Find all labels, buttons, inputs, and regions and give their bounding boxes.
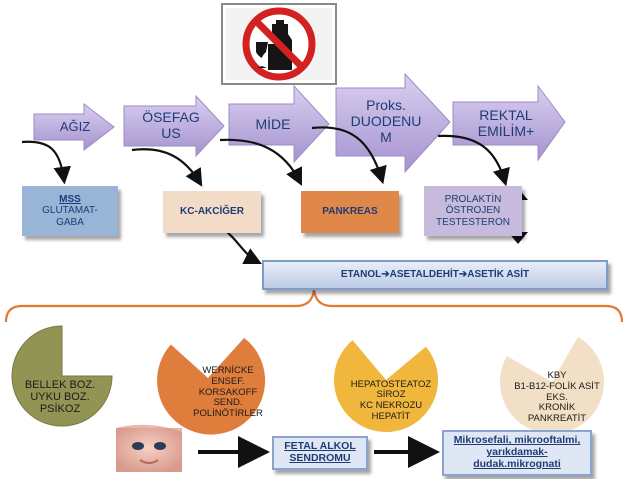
fetal-alcohol-box: FETAL ALKOL SENDROMU: [272, 436, 368, 470]
effect-box-mss: MSS GLUTAMAT- GABA: [22, 186, 118, 236]
stage-label-agiz: AĞIZ: [59, 118, 91, 134]
outcome-box: Mikrosefali, mikrooftalmi, yarıkdamak- d…: [442, 430, 592, 476]
mss-title: MSS: [59, 194, 81, 206]
stage-arrow-rektal: [452, 84, 566, 162]
pie-liver: [334, 340, 438, 432]
effect-box-hormones: PROLAKTİN ÖSTROJEN TESTESTERON: [424, 186, 522, 236]
pie-label-liver: HEPATOSTEATOZ SİROZ KC NEKROZU HEPATİT: [350, 378, 432, 422]
stage-arrow-ozefagus: [123, 94, 225, 158]
stage-arrow-agiz: [33, 102, 115, 152]
pie-cns: [11, 325, 113, 427]
pie-label-neuro: WERNİCKE ENSEF. KORSAKOFF SEND. POLİNÖTİ…: [193, 365, 263, 419]
effect-box-kc-akciger: KC-AKCİĞER: [163, 191, 261, 233]
pie-label-cns: BELLEK BOZ. UYKU BOZ. PSİKOZ: [24, 378, 96, 416]
curve-duodenum-pankreas: [311, 126, 387, 185]
curve-agiz-mss: [21, 140, 71, 185]
curve-rektal-hormon: [437, 134, 510, 187]
metabolism-bar: ETANOL➔ASETALDEHİT➔ASETİK ASİT: [262, 260, 608, 290]
stage-label-mide: MİDE: [255, 116, 291, 133]
no-alcohol-sign-icon: [221, 3, 337, 85]
mss-subtitle: GLUTAMAT- GABA: [42, 205, 98, 228]
effect-box-pankreas: PANKREAS: [301, 191, 399, 233]
pie-other: [500, 336, 604, 434]
pie-label-other: KBY B1-B12-FOLİK ASİT EKS. KRONİK PANKRE…: [514, 370, 600, 424]
stage-arrow-duodenum: [335, 72, 451, 174]
stage-label-ozefagus: ÖSEFAG US: [142, 109, 200, 141]
stage-label-rektal: REKTAL EMİLİM+: [477, 107, 535, 139]
pie-neuro: [157, 337, 266, 435]
baby-face-photo: [116, 424, 182, 472]
curve-mide-pankreas: [219, 138, 302, 186]
curve-ozefagus-kc: [131, 148, 203, 187]
grouping-brace: [4, 289, 624, 323]
stage-label-duodenum: Proks. DUODENU M: [350, 97, 422, 145]
